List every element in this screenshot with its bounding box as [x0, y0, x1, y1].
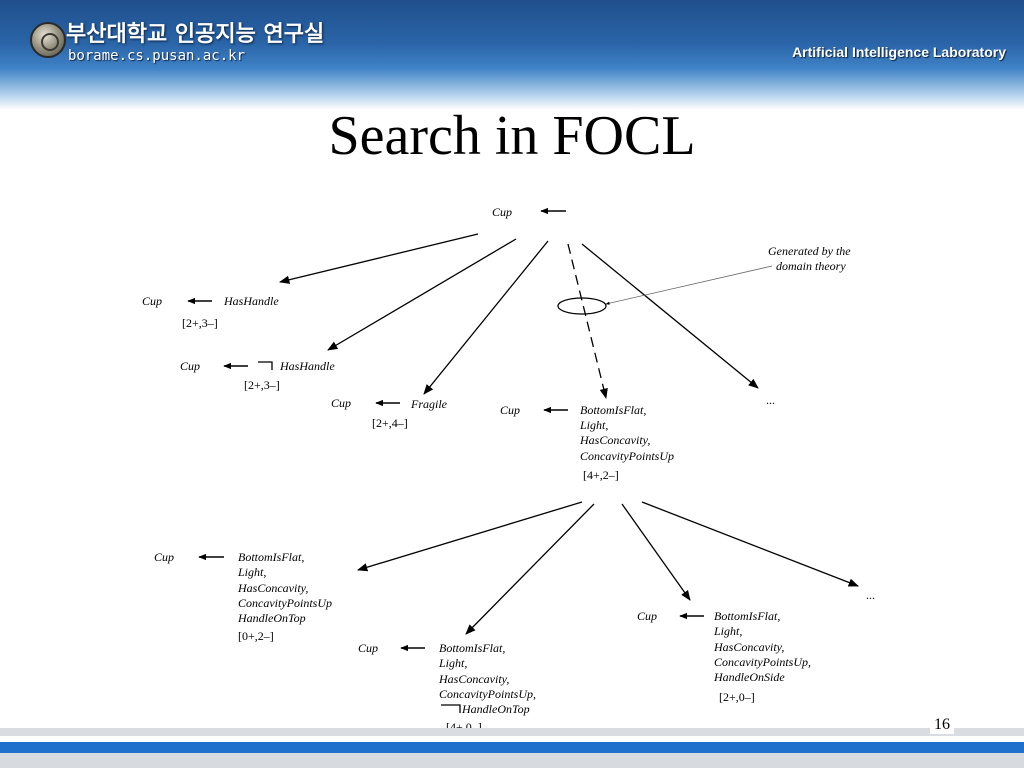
edge-n4-n8 — [621, 503, 691, 601]
node-body-literal: HandleOnTop — [237, 611, 306, 625]
node-body-literal: ConcavityPointsUp, — [714, 655, 811, 669]
annotation-pointer — [605, 265, 773, 305]
node-head: Cup — [331, 396, 351, 410]
node-body-literal: ConcavityPointsUp, — [439, 687, 536, 701]
domain-theory-annotation: Generated by the domain theory — [557, 244, 851, 315]
root-node: Cup — [492, 205, 566, 219]
node-counts: [4+,2–] — [583, 468, 619, 482]
org-korean-name: 부산대학교 인공지능 연구실 — [66, 22, 325, 47]
node-body-literal: ConcavityPointsUp — [238, 596, 332, 610]
node-head: Cup — [180, 359, 200, 373]
negation-symbol — [258, 361, 273, 370]
node-cup-not-handleontop: Cup BottomIsFlat, Light, HasConcavity, C… — [358, 641, 536, 734]
node-cup-fragile: Cup Fragile [2+,4–] — [331, 396, 448, 430]
edge-root-n3 — [423, 240, 549, 395]
edge-root-n1 — [278, 233, 479, 284]
annotation-line-2: domain theory — [776, 259, 846, 273]
edge-root-n2 — [327, 238, 517, 351]
edge-root-n5 — [581, 243, 759, 389]
node-cup-handleontop: Cup BottomIsFlat, Light, HasConcavity, C… — [154, 550, 332, 643]
node-counts: [2+,0–] — [719, 690, 755, 704]
node-counts: [2+,3–] — [182, 316, 218, 330]
node-body-literal: HasConcavity, — [579, 433, 650, 447]
edge-n4-n7 — [465, 503, 595, 635]
node-body-literal: Fragile — [410, 397, 448, 411]
page-number: 16 — [930, 716, 954, 734]
node-body-literal: HasConcavity, — [438, 672, 509, 686]
node-body-literal: HandleOnTop — [461, 702, 530, 716]
footer-band-top — [0, 728, 1024, 736]
node-body-literal: Light, — [713, 624, 742, 638]
node-counts: [0+,2–] — [238, 629, 274, 643]
node-head: Cup — [500, 403, 520, 417]
edge-n4-n9 — [641, 501, 859, 587]
node-ellipsis: ... — [766, 393, 775, 407]
node-body-literal: Light, — [237, 565, 266, 579]
node-head: Cup — [154, 550, 174, 564]
highlight-ellipse — [557, 297, 607, 315]
node-body-literal: HasConcavity, — [713, 640, 784, 654]
node-body-literal: HasConcavity, — [237, 581, 308, 595]
node-cup-domain-theory: Cup BottomIsFlat, Light, HasConcavity, C… — [500, 403, 674, 482]
slide-header: 부산대학교 인공지능 연구실 borame.cs.pusan.ac.kr Art… — [0, 0, 1024, 110]
node-cup-not-hashandle: Cup HasHandle [2+,3–] — [180, 359, 335, 392]
node-body-literal: BottomIsFlat, — [714, 609, 780, 623]
node-counts: [2+,3–] — [244, 378, 280, 392]
edge-n4-n6 — [357, 501, 583, 572]
org-url: borame.cs.pusan.ac.kr — [68, 48, 246, 64]
node-body-literal: BottomIsFlat, — [580, 403, 646, 417]
negation-symbol — [441, 704, 461, 713]
node-body-literal: HandleOnSide — [713, 670, 785, 684]
lab-name: Artificial Intelligence Laboratory — [792, 44, 1006, 60]
footer-band — [0, 742, 1024, 753]
node-ellipsis: ... — [866, 588, 875, 602]
node-body-literal: Light, — [438, 656, 467, 670]
node-cup-handleonside: Cup BottomIsFlat, Light, HasConcavity, C… — [637, 609, 811, 704]
node-head: Cup — [142, 294, 162, 308]
annotation-line-1: Generated by the — [768, 244, 851, 258]
node-head: Cup — [637, 609, 657, 623]
node-head: Cup — [358, 641, 378, 655]
footer-band-bottom — [0, 753, 1024, 768]
node-body-literal: BottomIsFlat, — [238, 550, 304, 564]
node-cup-hashandle: Cup HasHandle [2+,3–] — [142, 294, 279, 330]
node-body-literal: HasHandle — [223, 294, 279, 308]
node-body-literal: Light, — [579, 418, 608, 432]
university-emblem-icon — [30, 22, 66, 58]
node-body-literal: HasHandle — [279, 359, 335, 373]
slide-title: Search in FOCL — [328, 105, 696, 167]
edge-root-n4-dashed — [567, 243, 608, 400]
node-body-literal: BottomIsFlat, — [439, 641, 505, 655]
node-counts: [2+,4–] — [372, 416, 408, 430]
root-head: Cup — [492, 205, 512, 219]
node-body-literal: ConcavityPointsUp — [580, 449, 674, 463]
